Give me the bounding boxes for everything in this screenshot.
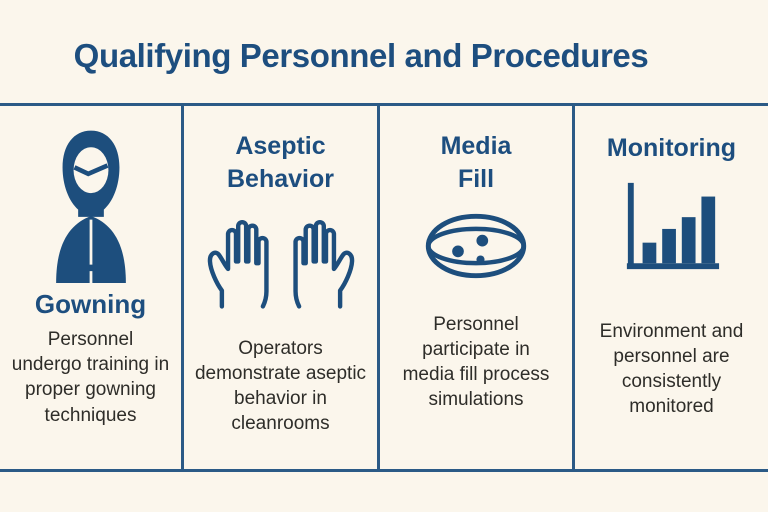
- column-media-fill: Media Fill Personnel participate in medi…: [377, 106, 572, 469]
- petri-dish-icon: [422, 210, 530, 282]
- column-heading: Gowning: [34, 289, 147, 319]
- column-aseptic-behavior: Aseptic Behavior Operators demonstrate a…: [181, 106, 377, 469]
- column-heading: Media Fill: [440, 132, 512, 193]
- raised-hands-icon: [206, 204, 356, 310]
- column-heading: Aseptic Behavior: [227, 132, 334, 193]
- column-description: Personnel participate in media fill proc…: [402, 314, 550, 411]
- columns-grid: Gowning Personnel undergo training in pr…: [0, 103, 768, 472]
- column-description: Environment and personnel are consistent…: [599, 321, 744, 418]
- column-monitoring: Monitoring Environment and personnel are…: [572, 106, 768, 469]
- bar-chart-icon: [621, 179, 723, 271]
- column-heading: Monitoring: [606, 134, 737, 162]
- column-description: Operators demonstrate aseptic behavior i…: [194, 338, 367, 435]
- gowned-person-icon: [45, 127, 137, 283]
- column-description: Personnel undergo training in proper gow…: [11, 329, 170, 426]
- page-title: Qualifying Personnel and Procedures: [73, 37, 649, 74]
- column-gowning: Gowning Personnel undergo training in pr…: [0, 106, 181, 469]
